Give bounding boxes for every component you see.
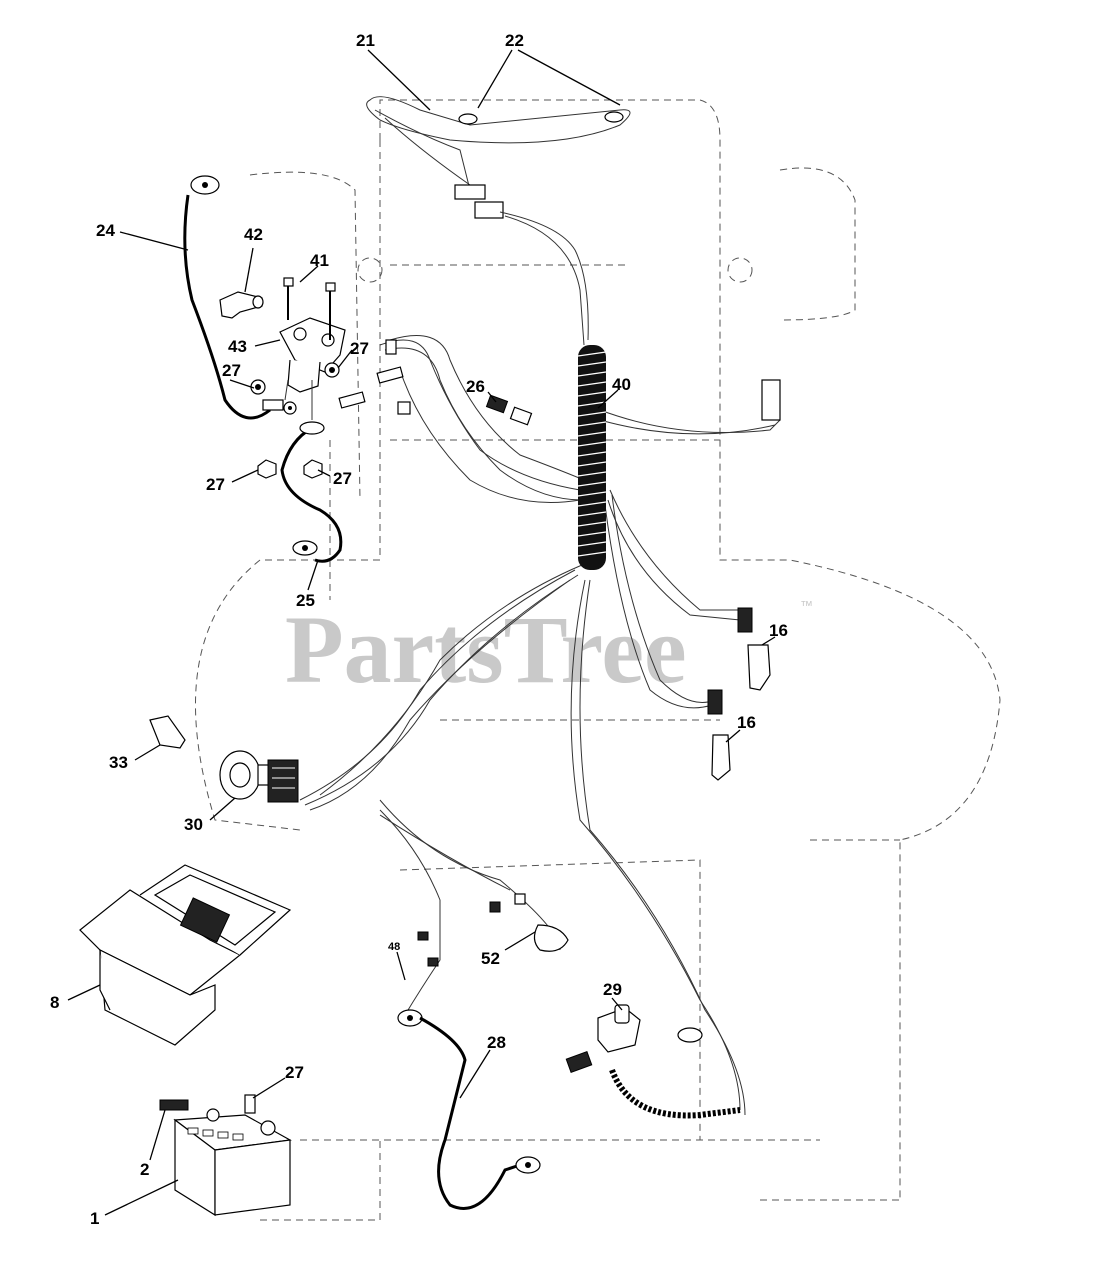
callout-28: 28	[487, 1033, 506, 1052]
callout-16-b: 16	[737, 713, 756, 732]
leader-lines	[67, 49, 776, 1216]
callout-30: 30	[184, 815, 203, 834]
callout-21: 21	[356, 31, 375, 50]
battery-1	[173, 1108, 292, 1217]
frame-outline	[195, 99, 1001, 1221]
callout-33: 33	[109, 753, 128, 772]
cable-24	[183, 175, 284, 420]
callout-27-b: 27	[350, 339, 369, 358]
callout-2: 2	[140, 1160, 149, 1179]
callout-26: 26	[466, 377, 485, 396]
bolt-2	[159, 1099, 189, 1111]
fuse-holder-22a	[458, 113, 478, 125]
callout-40: 40	[612, 375, 631, 394]
callout-25: 25	[296, 591, 315, 610]
callout-8: 8	[50, 993, 59, 1012]
cable-25	[280, 421, 343, 563]
callout-1: 1	[90, 1209, 99, 1228]
callout-27-c: 27	[206, 475, 225, 494]
harness-terminal-b	[338, 391, 366, 409]
battery-tray-8	[79, 864, 292, 1046]
callout-29: 29	[603, 980, 622, 999]
callout-48: 48	[388, 941, 400, 953]
callout-27-d: 27	[333, 469, 352, 488]
cable-24-lug	[262, 399, 284, 411]
switch-29	[565, 1004, 741, 1119]
callout-labels: 21 22 24 42 41 43 27 27 27 27 26 40 25 1…	[50, 31, 788, 1228]
harness-loop-21-22	[366, 96, 631, 346]
connector-right-top	[761, 379, 781, 421]
screws-41	[283, 277, 336, 340]
connector-21	[454, 184, 486, 200]
callout-27-e: 27	[285, 1063, 304, 1082]
callout-42: 42	[244, 225, 263, 244]
small-connectors-48-52	[417, 893, 569, 967]
callout-41: 41	[310, 251, 329, 270]
watermark-trademark: ™	[800, 598, 813, 613]
cable-28	[397, 1009, 541, 1210]
callout-43: 43	[228, 337, 247, 356]
connectors-16	[707, 607, 771, 781]
callout-16-a: 16	[769, 621, 788, 640]
ignition-switch-30	[219, 750, 299, 803]
bracket-33	[149, 715, 186, 749]
harness-40	[299, 335, 781, 1116]
nut-27	[244, 1094, 256, 1114]
harness-terminal-d	[397, 401, 411, 415]
nuts-27	[250, 362, 340, 479]
harness-terminal-a	[376, 366, 404, 384]
conduit-coil	[577, 345, 607, 570]
callout-27-a: 27	[222, 361, 241, 380]
watermark-text: PartsTree	[285, 596, 687, 703]
harness-terminal-c	[385, 339, 397, 355]
connector-plug	[474, 201, 504, 219]
callout-52: 52	[481, 949, 500, 968]
fuse-holder-22b	[604, 111, 624, 123]
callout-24: 24	[96, 221, 115, 240]
callout-22: 22	[505, 31, 524, 50]
boot-42	[219, 291, 264, 319]
solenoid-43	[279, 317, 346, 420]
watermark: PartsTree ™	[285, 596, 813, 703]
connectors-26	[485, 394, 533, 426]
